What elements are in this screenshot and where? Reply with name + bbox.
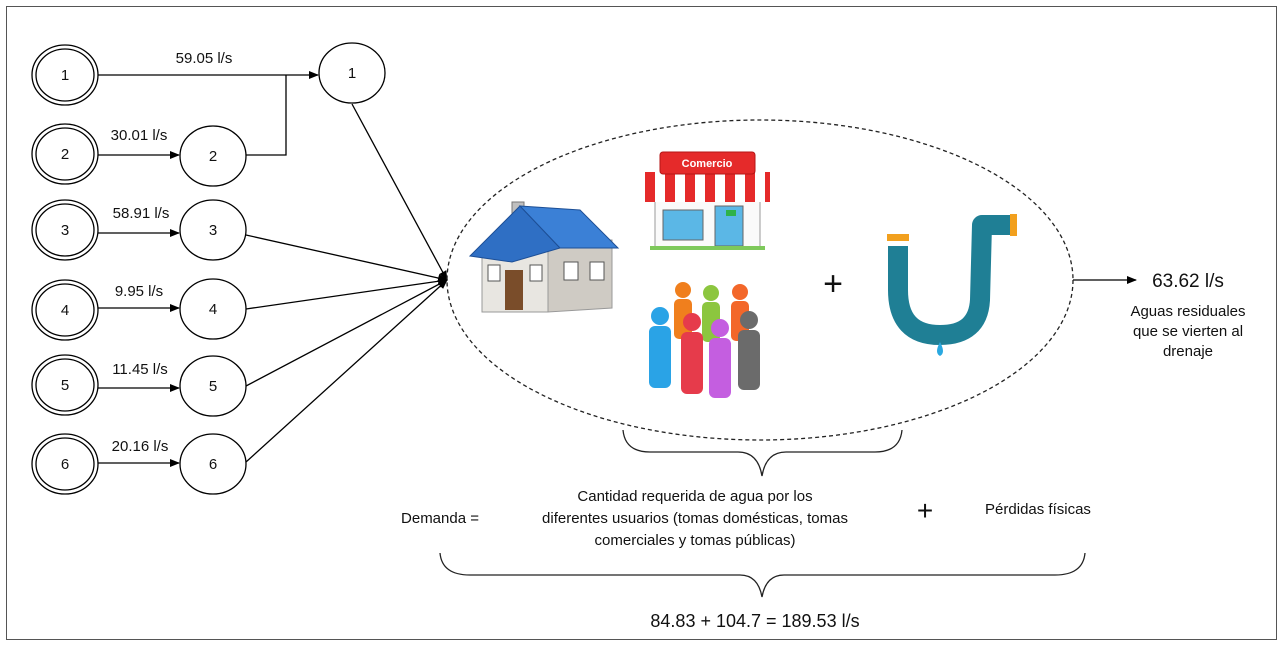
shop-sign-text: Comercio xyxy=(682,158,733,170)
equation-term2: Pérdidas físicas xyxy=(985,501,1091,518)
intermediate-node-3: 3 xyxy=(179,199,247,261)
equation-lhs: Demanda = xyxy=(401,510,479,527)
source-node-1-label: 1 xyxy=(61,67,69,84)
source-node-2-label: 2 xyxy=(61,146,69,163)
brace-total xyxy=(439,552,1086,598)
source-node-6: 6 xyxy=(31,433,99,495)
output-desc-line-1: Aguas residuales xyxy=(1130,303,1245,320)
brace-users xyxy=(622,429,903,477)
flow-label-4: 9.95 l/s xyxy=(115,283,163,300)
line-node5-cluster xyxy=(245,279,448,387)
users-cluster xyxy=(446,119,1074,441)
intermediate-node-4-label: 4 xyxy=(209,301,217,318)
flow-label-2: 30.01 l/s xyxy=(111,127,168,144)
flow-label-6: 20.16 l/s xyxy=(112,438,169,455)
source-node-5-label: 5 xyxy=(61,377,69,394)
flow-label-1: 59.05 l/s xyxy=(176,50,233,67)
intermediate-node-1: 1 xyxy=(318,42,386,104)
intermediate-node-2-label: 2 xyxy=(209,148,217,165)
people-illustration xyxy=(649,282,760,398)
equation-plus-sign: + xyxy=(917,495,933,526)
source-node-5: 5 xyxy=(31,354,99,416)
equation-total: 84.83 + 104.7 = 189.53 l/s xyxy=(650,611,859,631)
source-node-6-label: 6 xyxy=(61,456,69,473)
source-node-4-label: 4 xyxy=(61,302,69,319)
line-node3-cluster xyxy=(245,234,448,282)
intermediate-node-1-label: 1 xyxy=(348,65,356,82)
source-node-2: 2 xyxy=(31,123,99,185)
pipe-illustration xyxy=(887,214,1017,356)
intermediate-node-3-label: 3 xyxy=(209,222,217,239)
diagram-frame xyxy=(6,6,1277,640)
line-node6-cluster xyxy=(245,279,448,463)
intermediate-node-4: 4 xyxy=(179,278,247,340)
flow-label-3: 58.91 l/s xyxy=(113,205,170,222)
source-node-3: 3 xyxy=(31,199,99,261)
line-node1-cluster xyxy=(351,103,448,281)
equation-term1-line-1: Cantidad requerida de agua por los xyxy=(577,488,812,505)
intermediate-node-5: 5 xyxy=(179,355,247,417)
source-node-4: 4 xyxy=(31,279,99,341)
intermediate-node-6: 6 xyxy=(179,433,247,495)
flow-label-5: 11.45 l/s xyxy=(112,361,168,378)
output-desc-line-3: drenaje xyxy=(1163,343,1213,360)
connector-node2-node1 xyxy=(246,75,287,156)
line-node4-cluster xyxy=(245,277,448,310)
cluster-plus-sign: + xyxy=(823,265,843,303)
equation-term1-line-2: diferentes usuarios (tomas domésticas, t… xyxy=(542,510,848,527)
intermediate-node-2: 2 xyxy=(179,125,247,187)
source-node-1: 1 xyxy=(31,44,99,106)
intermediate-node-5-label: 5 xyxy=(209,378,217,395)
output-flow: 63.62 l/s xyxy=(1152,271,1224,292)
equation-term1-line-3: comerciales y tomas públicas) xyxy=(595,532,796,549)
output-desc-line-2: que se vierten al xyxy=(1133,323,1243,340)
source-node-3-label: 3 xyxy=(61,222,69,239)
shop-illustration: Comercio xyxy=(645,151,770,250)
intermediate-node-6-label: 6 xyxy=(209,456,217,473)
house-illustration xyxy=(468,201,620,313)
